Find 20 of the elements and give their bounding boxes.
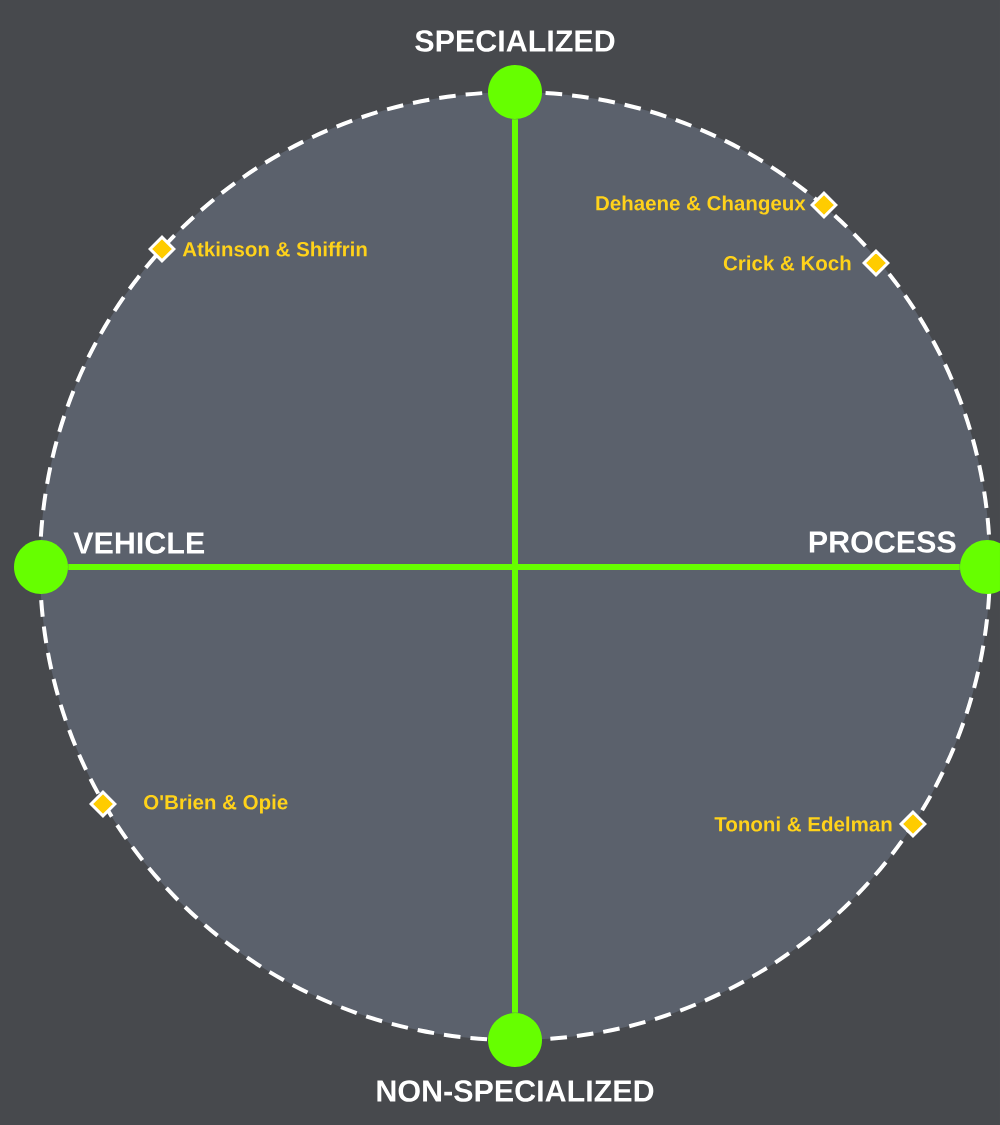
- axis-end-dot: [14, 532, 205, 594]
- diamond-marker: [862, 249, 890, 277]
- axis-end-dot: [377, 1013, 654, 1102]
- axis-label: NON-SPECIALIZED: [377, 1080, 654, 1102]
- axis-label: VEHICLE: [73, 532, 205, 554]
- axis-line: [512, 119, 518, 1013]
- axis-end-dot: [415, 30, 615, 119]
- author-label: Atkinson & Shiffrin: [182, 241, 367, 257]
- axis-line: [68, 564, 960, 570]
- diamond-marker: [148, 235, 176, 263]
- author-label: O'Brien & Opie: [144, 794, 288, 814]
- diamond-marker: [899, 810, 927, 838]
- author-label: Tononi & Edelman: [714, 816, 892, 832]
- axis-label: PROCESS: [809, 531, 956, 553]
- author-label: Crick & Koch: [723, 255, 851, 271]
- author-label: Dehaene & Changeux: [596, 195, 806, 215]
- diamond-marker: [89, 790, 117, 818]
- axis-end-dot: [809, 531, 1000, 594]
- diamond-marker: [810, 191, 838, 219]
- axis-label: SPECIALIZED: [415, 30, 615, 52]
